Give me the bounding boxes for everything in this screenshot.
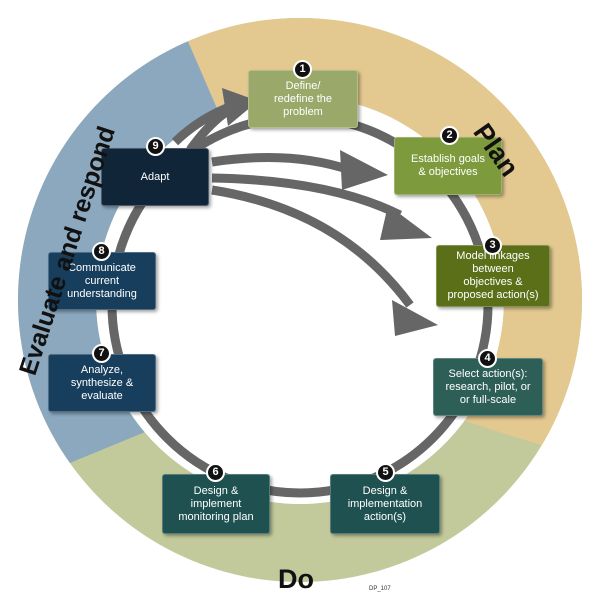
step-label-7: Analyze, synthesize & evaluate [70,363,134,402]
step-label-9: Adapt [140,170,170,183]
adapt-to-step-4-arrow [211,185,414,308]
adapt-to-step-2-arrow [211,153,352,175]
step-box-9[interactable]: Adapt [101,148,209,206]
step-label-1: Define/ redefine the problem [273,79,333,118]
step-number-badge-2: 2 [440,126,459,145]
step-box-7[interactable]: Analyze, synthesize & evaluate [48,354,156,412]
step-box-3[interactable]: Model linkages between objectives & prop… [436,245,550,307]
step-label-5: Design & implementation action(s) [347,484,423,523]
step-box-6[interactable]: Design & implement monitoring plan [162,474,270,534]
step-number-badge-9: 9 [146,137,165,156]
step-label-2: Establish goals & objectives [411,153,485,178]
step-label-6: Design & implement monitoring plan [178,484,254,523]
diagram-code: DP_107 [369,586,391,592]
step-number-badge-7: 7 [92,344,111,363]
step-box-4[interactable]: Select action(s): research, pilot, or or… [433,358,543,416]
step-number-badge-5: 5 [376,463,395,482]
step-number-badge-4: 4 [478,349,497,368]
step-box-2[interactable]: Establish goals & objectives [394,137,502,195]
step-label-3: Model linkages between objectives & prop… [447,250,539,301]
phase-label-do: Do [278,564,314,594]
step-number-badge-6: 6 [206,463,225,482]
step-box-1[interactable]: Define/ redefine the problem [248,70,358,128]
step-box-5[interactable]: Design & implementation action(s) [330,474,440,534]
step-label-4: Select action(s): research, pilot, or or… [445,367,531,406]
arrowheads [222,88,438,336]
arrowhead-to-step-4 [392,300,438,336]
step-number-badge-8: 8 [92,242,111,261]
arrowhead-to-step-3 [380,205,432,240]
step-number-badge-3: 3 [483,236,502,255]
arrowhead-to-step-2 [340,150,388,190]
step-box-8[interactable]: Communicate current understanding [48,252,156,310]
step-label-8: Communicate current understanding [67,261,137,300]
adapt-to-step-3-arrow [211,173,403,220]
step-number-badge-1: 1 [293,60,312,79]
arrowhead-to-step-1 [222,88,258,126]
